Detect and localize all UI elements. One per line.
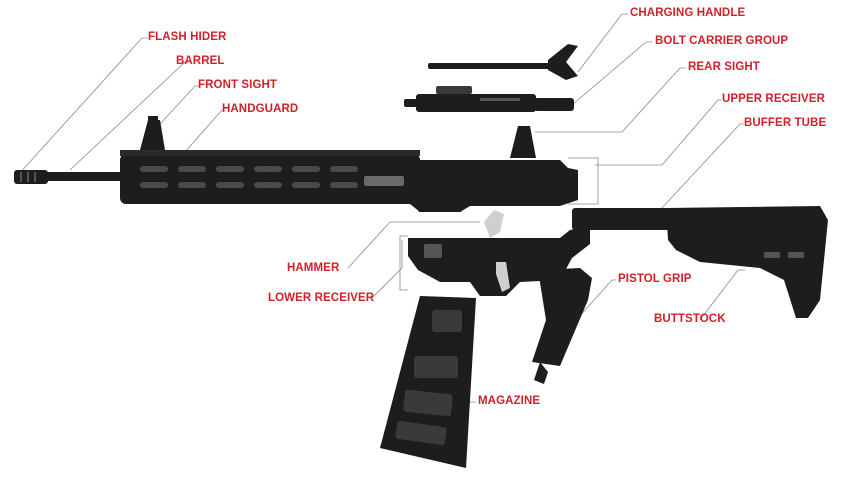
leader-barrel: [69, 61, 190, 171]
leader-handguard: [184, 109, 224, 153]
label-magazine: MAGAZINE: [478, 395, 541, 407]
label-pistol-grip: PISTOL GRIP: [618, 273, 692, 285]
leader-lower-receiver: [371, 240, 403, 299]
label-buttstock: BUTTSTOCK: [654, 313, 726, 325]
label-handguard: HANDGUARD: [222, 103, 299, 115]
lower-receiver-bracket: [399, 235, 408, 291]
leader-upper-receiver: [595, 99, 722, 166]
label-bolt-carrier-group: BOLT CARRIER GROUP: [655, 35, 789, 47]
label-rear-sight: REAR SIGHT: [688, 61, 760, 73]
label-hammer: HAMMER: [287, 262, 340, 274]
charging-handle-part: [428, 44, 578, 80]
label-barrel: BARREL: [176, 55, 225, 67]
upper-receiver-bracket: [568, 157, 599, 205]
leader-rear-sight: [535, 67, 686, 133]
leader-flash-hider: [17, 37, 148, 176]
magazine-part: [380, 296, 476, 468]
leader-pistol-grip: [577, 279, 616, 319]
label-buffer-tube: BUFFER TUBE: [744, 117, 827, 129]
leader-charging-handle: [577, 13, 628, 73]
leader-lines: [17, 13, 745, 446]
label-charging-handle: CHARGING HANDLE: [630, 7, 746, 19]
leader-hammer: [347, 221, 480, 269]
label-upper-receiver: UPPER RECEIVER: [722, 93, 826, 105]
upper-assembly-part: [14, 116, 578, 212]
label-lower-receiver: LOWER RECEIVER: [268, 292, 375, 304]
leader-bcg: [571, 41, 652, 106]
leader-front-sight: [149, 85, 199, 136]
stock-part: [572, 206, 828, 318]
label-front-sight: FRONT SIGHT: [198, 79, 278, 91]
leader-buffer-tube: [659, 123, 744, 211]
label-flash-hider: FLASH HIDER: [148, 31, 227, 43]
pistol-grip-part: [532, 268, 592, 384]
bolt-carrier-group-part: [404, 86, 574, 112]
leader-buttstock: [699, 269, 745, 321]
